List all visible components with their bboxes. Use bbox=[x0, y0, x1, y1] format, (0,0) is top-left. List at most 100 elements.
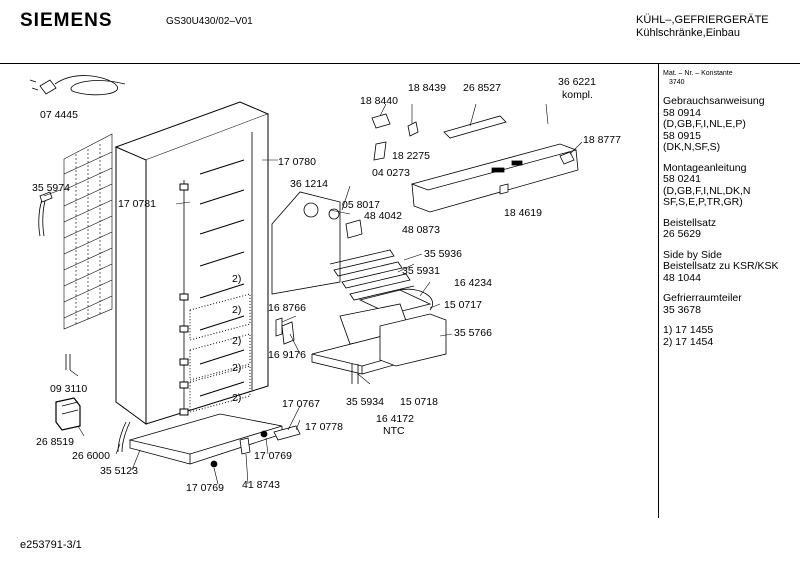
circuit-board bbox=[443, 115, 507, 139]
part-label: 17 0767 bbox=[282, 398, 320, 410]
part-label: 26 6000 bbox=[72, 450, 110, 462]
sidebar-line: 48 1044 bbox=[663, 271, 701, 284]
screw-part bbox=[275, 317, 283, 337]
water-hose bbox=[117, 421, 131, 453]
sidebar-line: 35 3678 bbox=[663, 303, 701, 316]
part-label: kompl. bbox=[562, 89, 593, 101]
footnote-block: 1) 17 1455 2) 17 1454 bbox=[663, 324, 797, 348]
condenser-grid bbox=[63, 133, 113, 330]
sidebar-line: 58 0914 bbox=[663, 106, 701, 119]
footnote-marker: 2) bbox=[232, 392, 242, 404]
pin-part bbox=[65, 354, 71, 370]
part-label: 36 1214 bbox=[290, 178, 328, 190]
control-panel-strip bbox=[410, 143, 579, 213]
sidebar-line: SF,S,E,P,TR,GR) bbox=[663, 196, 743, 208]
evaporator-plate bbox=[271, 191, 341, 295]
thermostat-housing bbox=[345, 219, 363, 239]
exploded-view-drawing bbox=[29, 75, 583, 485]
part-label: 18 8440 bbox=[360, 95, 398, 107]
part-label: 17 0781 bbox=[118, 198, 156, 210]
power-cord bbox=[29, 75, 126, 96]
sidebar-line: (D,GB,F,I,NL,DK,N bbox=[663, 184, 751, 197]
category-line-2: Kühlschränke,Einbau bbox=[636, 27, 740, 39]
part-label: 04 0273 bbox=[372, 167, 410, 179]
stud-part bbox=[499, 183, 509, 195]
evaporator-coil bbox=[329, 249, 415, 301]
part-label: 18 2275 bbox=[392, 150, 430, 162]
sidebar-line: Beistellsatz zu KSR/KSK bbox=[663, 260, 779, 272]
sidebar: Mat. – Nr. – Konstante 3740 Gebrauchsanw… bbox=[663, 69, 797, 357]
fridge-cabinet bbox=[114, 101, 270, 425]
hinge-part bbox=[273, 425, 301, 441]
mat-header: Mat. – Nr. – Konstante bbox=[663, 70, 733, 77]
part-label: 18 8439 bbox=[408, 82, 446, 94]
sidebar-line: (DK,N,SF,S) bbox=[663, 141, 721, 153]
bracket-part bbox=[281, 321, 295, 345]
part-label: 16 9176 bbox=[268, 349, 306, 361]
part-label: 07 4445 bbox=[40, 109, 78, 121]
sidebar-line: Gebrauchsanweisung bbox=[663, 95, 765, 107]
part-label: 17 0778 bbox=[305, 421, 343, 433]
part-label: 17 0769 bbox=[186, 482, 224, 494]
lamp-part bbox=[559, 151, 575, 165]
part-label: 05 8017 bbox=[342, 199, 380, 211]
part-label: 26 8527 bbox=[463, 82, 501, 94]
screw-head bbox=[210, 460, 218, 468]
cover-part bbox=[239, 437, 251, 455]
mat-constant: 3740 bbox=[669, 79, 685, 86]
tube-part bbox=[351, 364, 359, 384]
sidebar-line: Gefrierraumteiler bbox=[663, 292, 742, 304]
part-label: 17 0780 bbox=[278, 156, 316, 168]
part-label: 15 0718 bbox=[400, 396, 438, 408]
thermostat-knob bbox=[328, 208, 340, 220]
part-label: 36 6221 bbox=[558, 76, 596, 88]
sidebar-line: Side by Side bbox=[663, 248, 722, 261]
part-label: 18 8777 bbox=[583, 134, 621, 146]
sidebar-line: 1) 17 1455 bbox=[663, 324, 714, 336]
clip-part bbox=[407, 121, 419, 137]
header-divider bbox=[0, 63, 800, 64]
part-label: 16 4234 bbox=[454, 277, 492, 289]
leader-lines bbox=[43, 103, 583, 485]
part-label: 26 8519 bbox=[36, 436, 74, 448]
switch-part bbox=[371, 113, 391, 129]
sidebar-line: 58 0241 bbox=[663, 173, 701, 185]
cap-part bbox=[373, 141, 387, 161]
part-label: 15 0717 bbox=[444, 299, 482, 311]
clip-box bbox=[55, 397, 81, 431]
part-label: 35 5766 bbox=[454, 327, 492, 339]
sidebar-line: 58 0915 bbox=[663, 129, 701, 142]
part-label: 48 4042 bbox=[364, 210, 402, 222]
sidebar-line: 26 5629 bbox=[663, 228, 701, 240]
brand-logo: SIEMENS bbox=[20, 10, 113, 31]
part-label: 17 0769 bbox=[254, 450, 292, 462]
sidebar-line: Montageanleitung bbox=[663, 161, 747, 174]
sidebar-line: 2) 17 1454 bbox=[663, 335, 714, 348]
sidebar-line: (D,GB,F,I,NL,E,P) bbox=[663, 118, 746, 130]
footnote-marker: 2) bbox=[232, 335, 242, 347]
part-label: 41 8743 bbox=[242, 479, 280, 491]
part-label: 35 5931 bbox=[402, 265, 440, 277]
footnote-marker: 2) bbox=[232, 304, 242, 316]
part-label: 48 0873 bbox=[402, 224, 440, 236]
part-label: 16 4172 bbox=[376, 413, 414, 425]
side-by-side-block: Side by Side Beistellsatz zu KSR/KSK 48 … bbox=[663, 248, 797, 285]
category-line-1: KÜHL–,GEFRIERGERÄTE bbox=[636, 14, 769, 26]
part-label: 16 8766 bbox=[268, 302, 306, 314]
install-block: Montageanleitung 58 0241 (D,GB,F,I,NL,DK… bbox=[663, 161, 797, 209]
part-label: 09 3110 bbox=[50, 383, 88, 395]
footnote-marker: 2) bbox=[232, 362, 242, 374]
mat-number-block: Mat. – Nr. – Konstante 3740 bbox=[663, 69, 797, 87]
kit-block: Beistellsatz 26 5629 bbox=[663, 216, 797, 241]
part-label: 35 5974 bbox=[32, 182, 70, 194]
part-label: NTC bbox=[383, 425, 405, 437]
sidebar-divider bbox=[658, 63, 659, 518]
footnote-marker: 2) bbox=[232, 273, 242, 285]
sidebar-line: Beistellsatz bbox=[663, 216, 717, 229]
model-number: GS30U430/02–V01 bbox=[166, 16, 253, 27]
part-label: 35 5934 bbox=[346, 396, 384, 408]
document-id: e253791-3/1 bbox=[20, 539, 82, 551]
drip-tray bbox=[311, 313, 447, 375]
part-label: 18 4619 bbox=[504, 207, 542, 219]
divider-block: Gefrierraumteiler 35 3678 bbox=[663, 292, 797, 316]
